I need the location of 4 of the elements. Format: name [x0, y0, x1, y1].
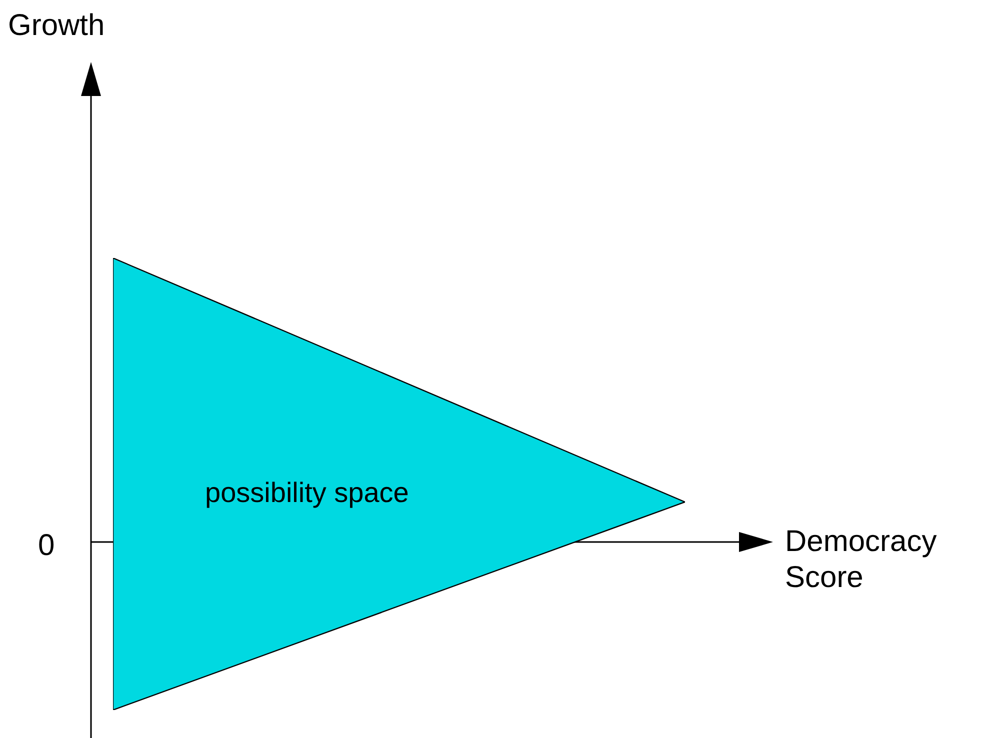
- region-label: possibility space: [205, 476, 409, 510]
- axis-tick-label: 0: [38, 528, 55, 564]
- axis-title: Democracy Score: [785, 524, 938, 596]
- axis-title: Growth: [8, 8, 105, 44]
